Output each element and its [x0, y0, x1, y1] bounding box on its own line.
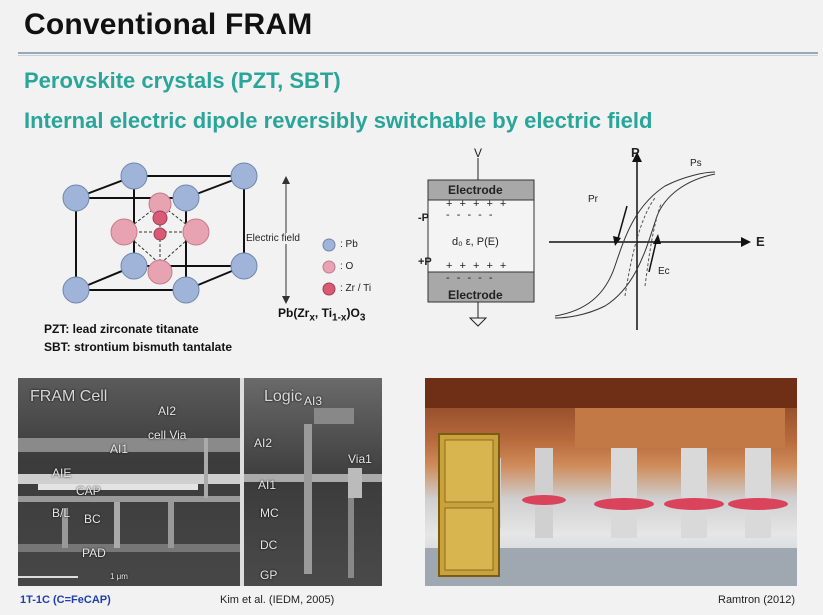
rendering-shapes: [425, 378, 797, 586]
sem-cross-section-image: FRAM Cell AI2 cell Via AI1 AIE CAP B/L B…: [18, 378, 382, 586]
pb-atom: [172, 276, 200, 304]
pr-label: Pr: [588, 194, 598, 205]
sem-label-ai3: AI3: [304, 394, 323, 408]
pb-atom: [230, 252, 258, 280]
o-atom: [147, 259, 173, 285]
minus-p-label: -P: [418, 212, 429, 224]
bottom-electrode-label: Electrode: [448, 288, 503, 302]
bottom-charges: - - - - -: [446, 272, 495, 284]
cell-back-face: [133, 175, 245, 267]
note-pzt: PZT: lead zirconate titanate: [44, 322, 199, 336]
e-axis-label: E: [756, 234, 765, 249]
sem-divider: [240, 378, 244, 586]
caption-1t1c: 1T-1C (C=FeCAP): [20, 594, 111, 606]
sem-label-ai1: AI1: [110, 442, 129, 456]
electric-field-label: Electric field: [246, 233, 300, 244]
pb-atom: [230, 162, 258, 190]
sem-label-bc: BC: [84, 512, 101, 526]
fram-3d-rendering-image: [425, 378, 797, 586]
sem-label-bl: B/L: [52, 506, 71, 520]
pb-atom: [120, 162, 148, 190]
legend-label-zr-ti: : Zr / Ti: [340, 283, 372, 294]
ps-label: Ps: [690, 158, 702, 169]
sem-fram-cell-title: FRAM Cell: [30, 388, 108, 405]
legend-swatch-o: [322, 260, 336, 274]
hysteresis-lower-branch: [554, 173, 716, 319]
sem-logic: Logic AI3 AI2 Via1 AI1 MC DC GP: [244, 378, 382, 586]
sem-label-cell-via: cell Via: [148, 428, 187, 442]
hysteresis-loop-diagram: [549, 152, 751, 330]
bottom-electrode: [427, 271, 535, 303]
bullet-perovskite: Perovskite crystals (PZT, SBT): [24, 68, 341, 93]
pb-atom: [62, 184, 90, 212]
caption-kim: Kim et al. (IEDM, 2005): [220, 594, 335, 606]
ferroelectric-layer: [427, 199, 535, 273]
sem-fram-cell: FRAM Cell AI2 cell Via AI1 AIE CAP B/L B…: [18, 378, 240, 586]
top-charges: + + + + +: [446, 198, 509, 210]
minus-row: - - - - -: [446, 209, 495, 221]
sem-label-cap: CAP: [76, 484, 101, 498]
title-underline-light: [18, 55, 818, 56]
switching-arrow: [616, 205, 628, 243]
sem-label-gp: GP: [260, 568, 278, 582]
sem-structures: [18, 438, 240, 578]
plus-p-label: +P: [418, 256, 432, 268]
ec-label: Ec: [658, 266, 670, 277]
pb-atom: [172, 184, 200, 212]
sem-scale-bar: 1 μm: [110, 572, 128, 581]
sem-label-pad: PAD: [82, 546, 106, 560]
sem-label-ai2-logic: AI2: [254, 436, 273, 450]
ground-symbol: [468, 317, 488, 327]
plus-row: + + + + +: [446, 260, 509, 272]
cell-front-face: [75, 197, 187, 291]
zr-ti-atom: [153, 227, 167, 241]
formula: Pb(Zrx, Ti1-x)O3: [278, 306, 366, 324]
perovskite-unit-cell-diagram: [62, 162, 258, 304]
hysteresis-upper-branch: [554, 171, 716, 317]
ferroelectric-capacitor-diagram: [427, 158, 535, 327]
sem-label-mc: MC: [260, 506, 279, 520]
oxygen-octahedron: [123, 203, 197, 265]
top-electrode-label: Electrode: [448, 183, 503, 197]
o-atom: [152, 210, 168, 226]
legend-label-pb: : Pb: [340, 239, 358, 250]
caption-ramtron: Ramtron (2012): [718, 594, 796, 606]
legend-label-o: : O: [340, 261, 354, 272]
sem-label-ai1-logic: AI1: [258, 478, 277, 492]
title-underline: [18, 52, 818, 54]
pb-atom: [62, 276, 90, 304]
pb-atom: [120, 252, 148, 280]
o-atom: [110, 218, 138, 246]
sem-logic-structures: [244, 408, 382, 578]
slide-title: Conventional FRAM: [24, 8, 313, 41]
o-atom: [182, 218, 210, 246]
capacitor-center-label: d₀ ε, P(E): [452, 236, 499, 248]
minor-loop: [624, 197, 662, 297]
legend-swatch-pb: [322, 238, 336, 252]
bullet-dipole: Internal electric dipole reversibly swit…: [24, 108, 653, 133]
note-sbt: SBT: strontium bismuth tantalate: [44, 340, 233, 354]
sem-logic-title: Logic: [264, 388, 303, 405]
sem-label-dc: DC: [260, 538, 278, 552]
sem-label-ai2: AI2: [158, 404, 177, 418]
capacitor-voltage-label: V: [474, 146, 483, 160]
p-axis-label: P: [631, 145, 640, 160]
sem-label-aie: AIE: [52, 466, 72, 480]
legend-swatch-zr-ti: [322, 282, 336, 296]
sem-label-via1: Via1: [348, 452, 372, 466]
